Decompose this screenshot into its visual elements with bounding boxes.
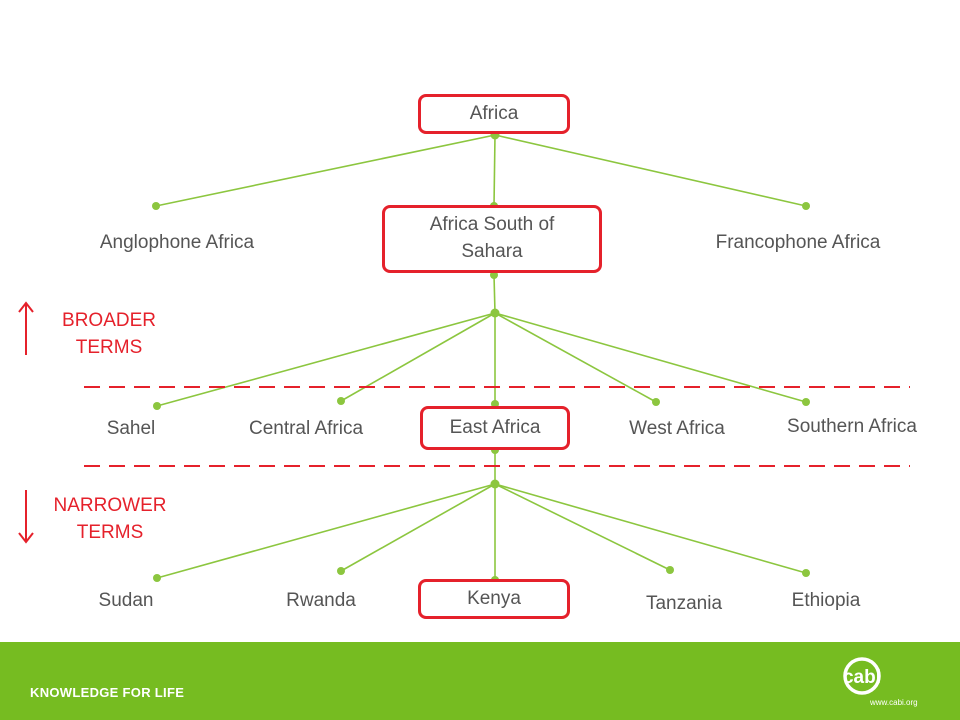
node-dot-ssa-bottom — [490, 271, 498, 279]
logo-url: www.cabi.org — [870, 698, 918, 707]
node-dot-central — [337, 397, 345, 405]
node-dot-rwanda — [337, 567, 345, 575]
node-dot-francophone — [802, 202, 810, 210]
edge-africa-ssa — [493, 134, 496, 207]
cabi-logo-icon[interactable]: cabi — [842, 656, 912, 700]
taxonomy-diagram — [18, 130, 910, 584]
down-arrow-icon — [18, 490, 34, 544]
node-dot-southern — [802, 398, 810, 406]
node-africa[interactable]: Africa — [418, 94, 570, 134]
node-dot-sahel — [153, 402, 161, 410]
node-dot-hub-upper — [490, 308, 500, 318]
node-francophone-africa[interactable]: Francophone Africa — [715, 232, 881, 253]
node-ssa-label: Africa South of Sahara — [429, 214, 555, 262]
edge-hub-tanzania — [494, 483, 671, 571]
node-rwanda[interactable]: Rwanda — [286, 590, 356, 611]
node-dot-sudan — [153, 574, 161, 582]
edge-hub-southern — [494, 312, 807, 403]
node-sahel[interactable]: Sahel — [106, 418, 156, 439]
edge-africa-francophone — [494, 134, 807, 207]
node-anglophone-africa[interactable]: Anglophone Africa — [99, 232, 255, 253]
node-west-africa[interactable]: West Africa — [629, 418, 725, 439]
node-dot-anglophone — [152, 202, 160, 210]
edge-hub-ethiopia — [494, 483, 807, 574]
node-africa-south-of-sahara[interactable]: Africa South of Sahara — [382, 205, 602, 273]
footer-bar: KNOWLEDGE FOR LIFE cabi www.cabi.org — [0, 642, 960, 720]
node-dot-ethiopia — [802, 569, 810, 577]
edge-ssa-hub — [493, 274, 496, 314]
node-tanzania[interactable]: Tanzania — [645, 593, 723, 614]
node-dot-west — [652, 398, 660, 406]
edge-hub-west — [494, 312, 657, 403]
footer-tagline: KNOWLEDGE FOR LIFE — [30, 685, 185, 700]
up-arrow-icon — [18, 301, 34, 355]
node-dot-hub-lower — [490, 479, 500, 489]
logo-text: cabi — [843, 667, 881, 688]
node-southern-africa[interactable]: Southern Africa — [787, 416, 917, 437]
edge-hub-sahel — [156, 312, 496, 407]
node-east-label: East Africa — [449, 416, 541, 438]
node-ethiopia[interactable]: Ethiopia — [791, 590, 861, 611]
node-sudan[interactable]: Sudan — [98, 590, 154, 611]
edge-africa-anglophone — [155, 134, 496, 207]
node-dot-tanzania — [666, 566, 674, 574]
node-central-africa[interactable]: Central Africa — [248, 418, 364, 439]
node-east-africa[interactable]: East Africa — [420, 406, 570, 450]
edge-hub-rwanda — [340, 483, 496, 572]
broader-terms-label: BROADER TERMS — [62, 310, 156, 358]
node-kenya-label: Kenya — [467, 587, 521, 609]
node-kenya[interactable]: Kenya — [418, 579, 570, 619]
node-africa-label: Africa — [469, 102, 519, 124]
narrower-terms-label: NARROWER TERMS — [53, 495, 167, 543]
edge-hub-sudan — [156, 483, 496, 579]
